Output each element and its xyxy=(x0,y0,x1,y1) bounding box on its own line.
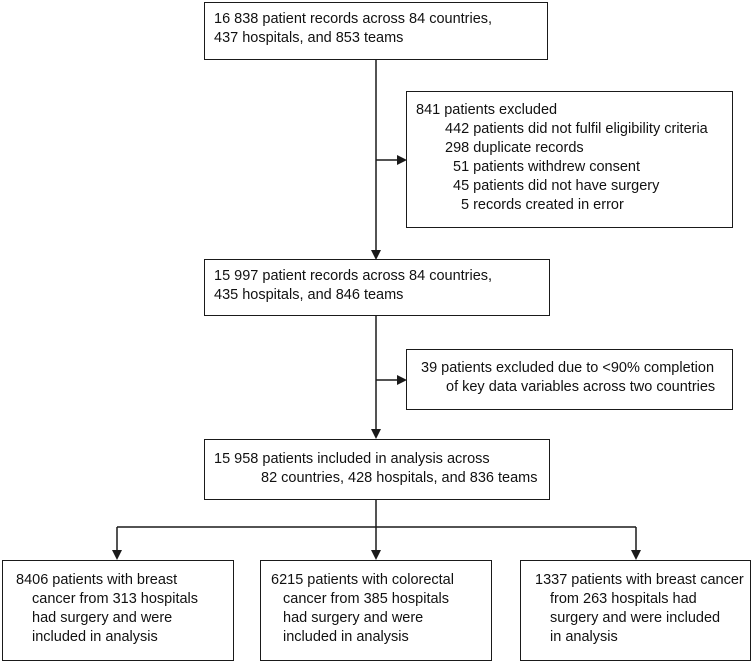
outcome-box-colorectal: 6215 patients with colorectal cancer fro… xyxy=(260,560,492,661)
total-records-line-1: 16 838 patient records across 84 countri… xyxy=(214,11,493,27)
exclusion-1-item: 298 duplicate records xyxy=(445,140,584,156)
remaining-records-line-2: 435 hospitals, and 846 teams xyxy=(214,287,404,303)
exclusion-1-item: 45 patients did not have surgery xyxy=(453,178,660,194)
outcome-1-line-4: included in analysis xyxy=(32,629,158,645)
exclusion-1-item: 51 patients withdrew consent xyxy=(453,159,640,175)
outcome-2-line-4: included in analysis xyxy=(283,629,409,645)
exclusion-box-1: 841 patients excluded 442 patients did n… xyxy=(406,91,733,228)
exclusion-1-title: 841 patients excluded xyxy=(416,102,558,118)
outcome-3-line-4: in analysis xyxy=(550,629,618,645)
exclusion-box-2: 39 patients excluded due to <90% complet… xyxy=(406,349,733,410)
outcome-3-line-3: surgery and were included xyxy=(550,610,721,626)
outcome-3-line-1: 1337 patients with breast cancer xyxy=(535,572,744,588)
remaining-records-box: 15 997 patient records across 84 countri… xyxy=(204,259,550,316)
outcome-1-line-1: 8406 patients with breast xyxy=(16,572,178,588)
exclusion-2-line-1: 39 patients excluded due to <90% complet… xyxy=(421,360,715,376)
total-records-line-2: 437 hospitals, and 853 teams xyxy=(214,30,404,46)
outcome-2-line-3: had surgery and were xyxy=(283,610,424,626)
outcome-2-line-1: 6215 patients with colorectal xyxy=(271,572,454,588)
outcome-1-line-2: cancer from 313 hospitals xyxy=(32,591,199,607)
outcome-2-line-2: cancer from 385 hospitals xyxy=(283,591,450,607)
exclusion-2-line-2: of key data variables across two countri… xyxy=(446,379,716,395)
total-records-box: 16 838 patient records across 84 countri… xyxy=(204,2,548,60)
outcome-box-breast-2: 1337 patients with breast cancer from 26… xyxy=(520,560,751,661)
analysis-line-2: 82 countries, 428 hospitals, and 836 tea… xyxy=(261,470,538,486)
outcome-box-breast-1: 8406 patients with breast cancer from 31… xyxy=(2,560,234,661)
exclusion-1-item: 5 records created in error xyxy=(461,197,624,213)
remaining-records-line-1: 15 997 patient records across 84 countri… xyxy=(214,268,493,284)
exclusion-1-item: 442 patients did not fulfil eligibility … xyxy=(445,121,708,137)
analysis-box: 15 958 patients included in analysis acr… xyxy=(204,439,550,500)
outcome-3-line-2: from 263 hospitals had xyxy=(550,591,697,607)
analysis-line-1: 15 958 patients included in analysis acr… xyxy=(214,451,490,467)
outcome-1-line-3: had surgery and were xyxy=(32,610,173,626)
